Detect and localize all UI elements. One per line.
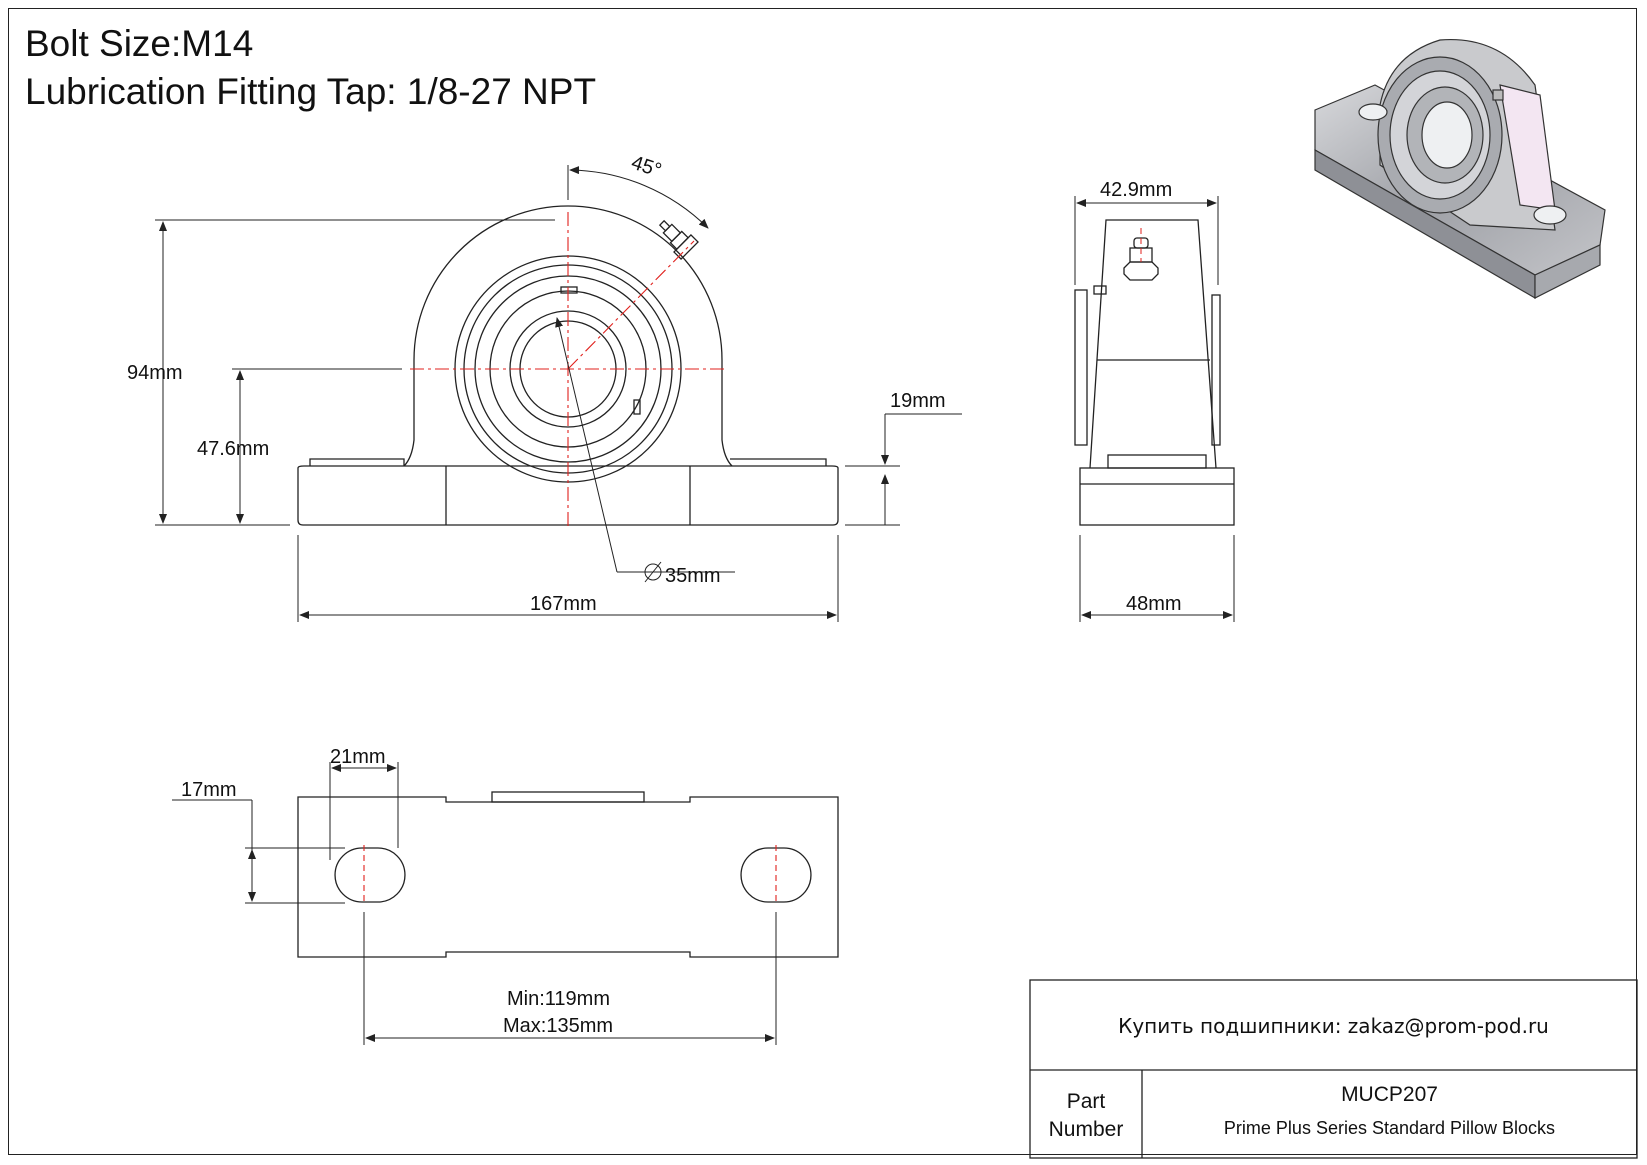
bolt-slot-left — [334, 847, 406, 903]
front-dimensions — [155, 165, 962, 622]
length-label: 167mm — [530, 593, 597, 615]
bottom-view — [297, 791, 839, 958]
angle-label: 45° — [629, 152, 665, 182]
part-number: MUCP207 — [1341, 1083, 1438, 1106]
bolt-size-note: Bolt Size:M14 — [25, 23, 254, 64]
bolt-center-max-label: Max:135mm — [503, 1015, 613, 1037]
side-view — [1074, 219, 1235, 526]
side-dimensions — [1074, 196, 1235, 622]
title-block — [1029, 979, 1638, 1159]
slot-width-label: 21mm — [330, 746, 386, 768]
base-thickness-label: 19mm — [890, 390, 946, 412]
front-housing-outline — [403, 205, 733, 467]
isometric-render — [1314, 38, 1606, 300]
bolt-slot-right — [740, 847, 812, 903]
part-description: Prime Plus Series Standard Pillow Blocks — [1223, 1118, 1556, 1138]
part-label-line2: Number — [1048, 1118, 1124, 1141]
drawing-frame — [8, 8, 1637, 1155]
side-base-width-label: 48mm — [1126, 593, 1182, 615]
contact-email: Купить подшипники: zakaz@prom-pod.ru — [1118, 1014, 1549, 1038]
slot-length-label: 17mm — [181, 779, 237, 801]
front-base-outline — [297, 465, 839, 526]
center-height-label: 47.6mm — [197, 438, 269, 460]
bottom-dimensions — [172, 762, 777, 1045]
bore-label: 35mm — [665, 565, 721, 587]
part-label-line1: Part — [1066, 1090, 1106, 1113]
height-total-label: 94mm — [127, 362, 183, 384]
bolt-center-min-label: Min:119mm — [507, 988, 610, 1010]
lube-fitting-note: Lubrication Fitting Tap: 1/8-27 NPT — [25, 71, 597, 112]
front-center-lines — [410, 212, 726, 527]
side-top-width-label: 42.9mm — [1100, 179, 1172, 201]
